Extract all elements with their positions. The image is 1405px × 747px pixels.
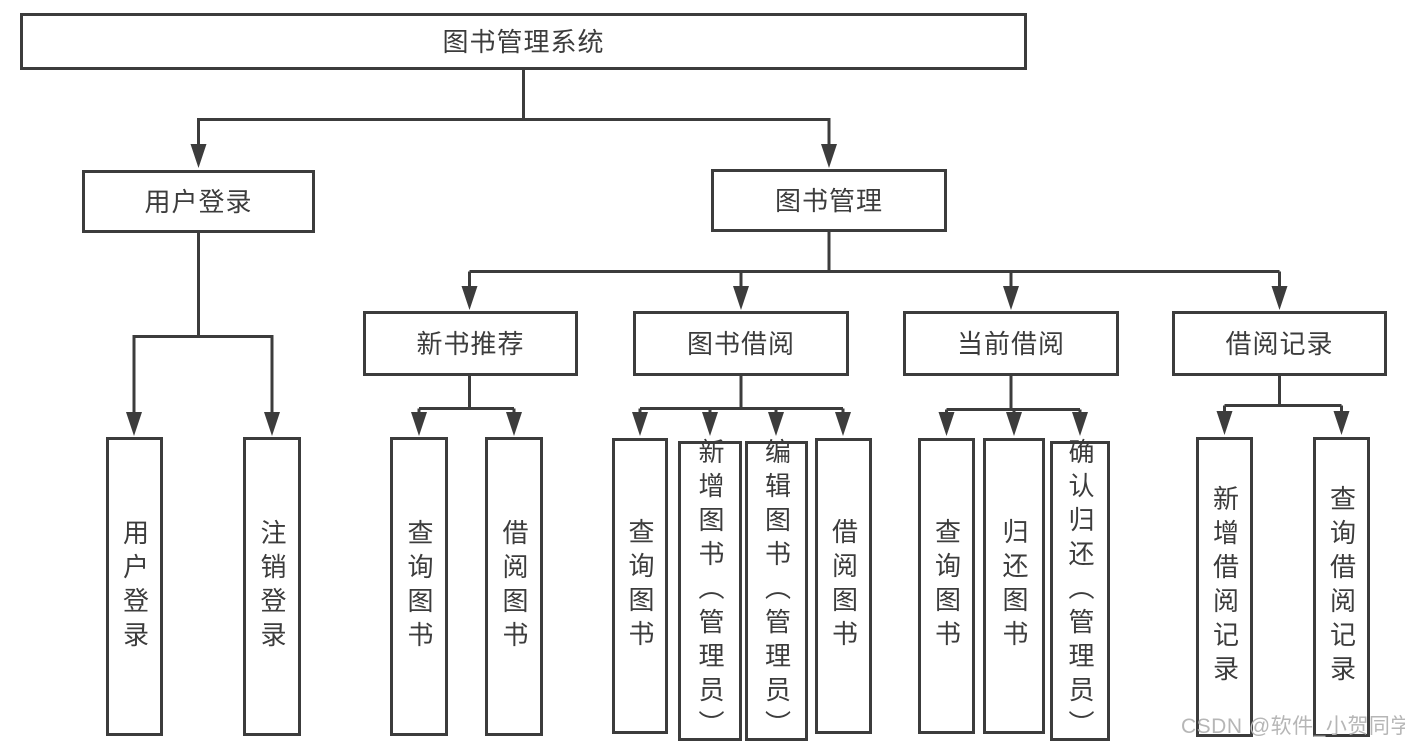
arrow-bb-borrow-books	[835, 412, 851, 436]
arrow-cb-confirm-return	[1072, 412, 1088, 436]
node-label: 查询借阅记录	[1326, 485, 1357, 689]
node-label: 注销登录	[257, 518, 287, 655]
node-label: 查询图书	[931, 518, 962, 654]
node-label: 用户登录	[144, 186, 253, 217]
node-label: 当前借阅	[956, 328, 1065, 359]
node-label: 归还图书	[999, 518, 1029, 654]
node-label: 用户登录	[119, 518, 150, 655]
node-current-borrowing: 当前借阅	[903, 311, 1119, 376]
arrow-user-login	[190, 144, 207, 168]
leaf-query-borrow-record: 查询借阅记录	[1313, 437, 1370, 737]
leaf-query-books-recommend: 查询图书	[390, 437, 448, 736]
leaf-user-login: 用户登录	[106, 437, 163, 736]
node-label: 图书借阅	[686, 328, 795, 359]
node-label: 确认归还（管理员）	[1065, 438, 1095, 744]
node-label: 图书管理系统	[442, 26, 605, 57]
node-label: 图书管理	[774, 185, 883, 216]
node-label: 编辑图书（管理员）	[761, 438, 792, 744]
node-borrow-records: 借阅记录	[1172, 311, 1387, 376]
arrow-book-borrowing	[733, 286, 749, 310]
leaf-query-books-current: 查询图书	[918, 438, 975, 734]
leaf-logout: 注销登录	[243, 437, 301, 736]
node-label: 新增图书（管理员）	[695, 438, 725, 744]
leaf-borrow-books-borrowing: 借阅图书	[815, 438, 872, 734]
node-label: 查询图书	[625, 518, 655, 654]
leaf-borrow-books-recommend: 借阅图书	[485, 437, 543, 736]
node-label: 借阅图书	[499, 518, 529, 655]
node-label: 借阅图书	[828, 518, 859, 654]
arrow-new-book-recommend	[461, 286, 478, 310]
node-library-management-system: 图书管理系统	[20, 13, 1027, 70]
arrow-cb-return-books	[1006, 412, 1022, 436]
arrow-leaf-logout	[264, 412, 280, 436]
arrow-current-borrowing	[1003, 286, 1019, 310]
leaf-query-books-borrowing: 查询图书	[612, 438, 668, 734]
arrow-br-add-record	[1216, 411, 1233, 435]
leaf-return-books: 归还图书	[983, 438, 1045, 734]
leaf-confirm-return-admin: 确认归还（管理员）	[1050, 438, 1110, 744]
node-label: 借阅记录	[1225, 328, 1334, 359]
arrow-borrow-records	[1271, 286, 1288, 310]
leaf-add-borrow-record: 新增借阅记录	[1196, 437, 1253, 737]
leaf-edit-book-admin: 编辑图书（管理员）	[745, 438, 808, 744]
arrow-leaf-user-login	[126, 412, 142, 436]
node-book-management: 图书管理	[711, 169, 947, 232]
node-label: 查询图书	[404, 518, 434, 655]
node-label: 新书推荐	[416, 328, 525, 359]
node-label: 新增借阅记录	[1209, 485, 1240, 689]
arrow-bb-add-book	[702, 412, 718, 436]
node-book-borrowing: 图书借阅	[633, 311, 849, 376]
arrow-nb-borrow-books	[506, 412, 522, 436]
arrow-bb-edit-book	[768, 412, 784, 436]
watermark: CSDN @软件_小贺同学	[1181, 715, 1405, 738]
arrow-bb-query-books	[632, 412, 648, 436]
arrow-br-query-record	[1333, 411, 1350, 435]
leaf-add-book-admin: 新增图书（管理员）	[678, 438, 742, 744]
node-new-book-recommend: 新书推荐	[363, 311, 578, 376]
arrow-book-mgmt	[821, 144, 837, 168]
arrow-nb-query-books	[411, 412, 427, 436]
arrow-cb-query-books	[938, 412, 955, 436]
node-user-login: 用户登录	[82, 170, 315, 233]
